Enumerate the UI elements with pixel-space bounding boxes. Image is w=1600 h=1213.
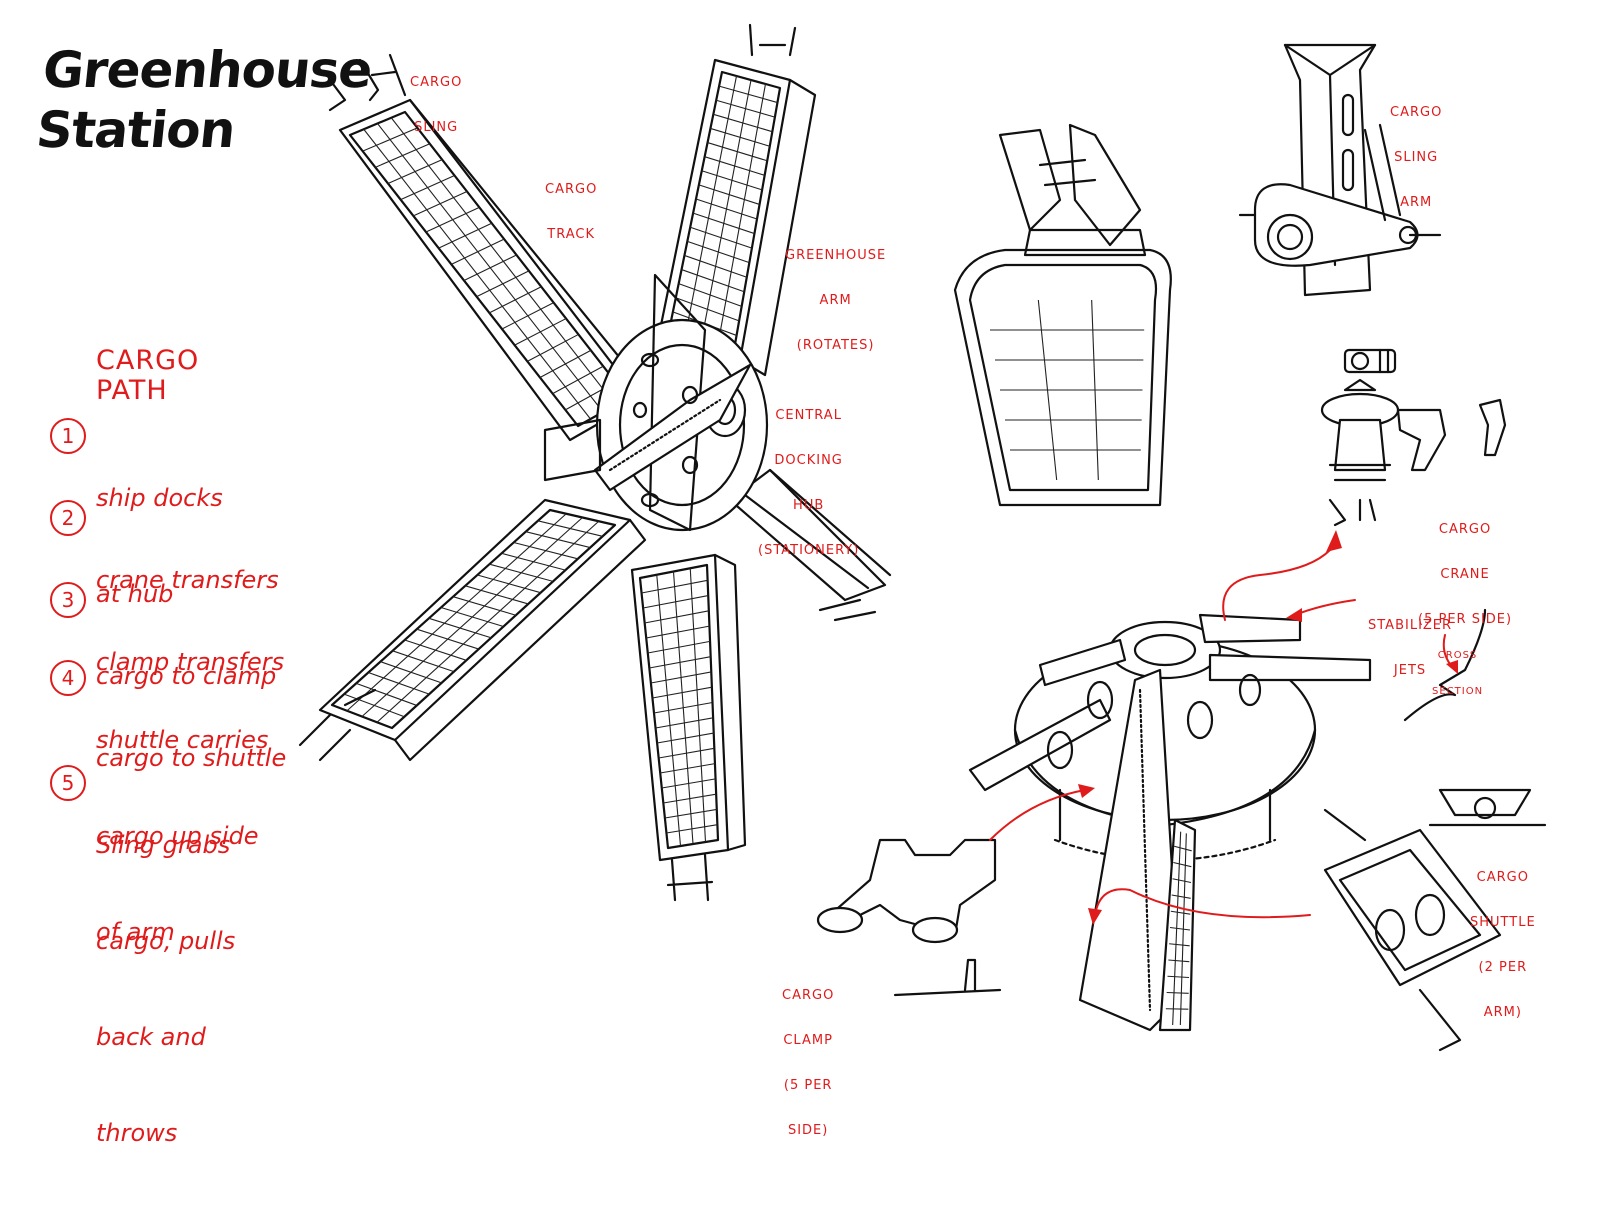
label-line: HUB: [758, 498, 859, 513]
page-title: Greenhouse Station: [34, 40, 375, 160]
label-line: CARGO: [545, 182, 597, 197]
step-5-line-2: cargo, pulls: [96, 925, 235, 957]
label-line: DOCKING: [758, 453, 859, 468]
label-line: CARGO: [782, 988, 834, 1003]
label-line: CARGO: [1418, 522, 1512, 537]
label-central-docking-hub: CENTRAL DOCKING HUB (STATIONERY): [758, 378, 859, 588]
hub-closeup: [970, 615, 1370, 1030]
step-number: 1: [50, 418, 86, 454]
cargo-path-heading-line-2: PATH: [96, 376, 199, 406]
step-number: 4: [50, 660, 86, 696]
label-line: CARGO: [1390, 105, 1442, 120]
label-line: GREENHOUSE: [785, 248, 886, 263]
label-line: SLING: [410, 120, 462, 135]
label-line: (STATIONERY): [758, 543, 859, 558]
label-line: CRANE: [1418, 567, 1512, 582]
label-line: (5 PER: [782, 1078, 834, 1093]
label-line: SHUTTLE: [1470, 915, 1536, 930]
label-line: CARGO: [410, 75, 462, 90]
label-line: (ROTATES): [785, 338, 886, 353]
title-line-1: Greenhouse: [40, 40, 375, 100]
step-5-line-1: Sling grabs: [96, 829, 235, 861]
cargo-path-heading-line-1: CARGO: [96, 346, 199, 376]
cargo-path-heading: CARGO PATH: [96, 346, 199, 406]
step-number: 2: [50, 500, 86, 536]
label-line: ARM): [1470, 1005, 1536, 1020]
label-line: TRACK: [545, 227, 597, 242]
label-cargo-sling-arm: CARGO SLING ARM: [1390, 75, 1442, 240]
greenhouse-arm-lower: [632, 555, 745, 900]
concept-sketch-sheet: Greenhouse Station CARGO PATH 1 ship doc…: [0, 0, 1600, 1067]
label-line: SIDE): [782, 1123, 834, 1138]
label-cargo-track: CARGO TRACK: [545, 152, 597, 272]
label-line: CROSS: [1432, 650, 1483, 662]
label-line: CENTRAL: [758, 408, 859, 423]
label-line: CLAMP: [782, 1033, 834, 1048]
title-line-2: Station: [34, 100, 369, 160]
step-number: 5: [50, 765, 86, 801]
label-cross-section: CROSS SECTION: [1432, 626, 1483, 722]
step-5-line-4: throws: [96, 1117, 235, 1149]
label-line: CARGO: [1470, 870, 1536, 885]
step-text: Sling grabs cargo, pulls back and throws: [96, 765, 235, 1213]
label-cargo-sling: CARGO SLING: [410, 45, 462, 165]
label-cargo-clamp: CARGO CLAMP (5 PER SIDE): [782, 958, 834, 1168]
label-line: (2 PER: [1470, 960, 1536, 975]
label-greenhouse-arm: GREENHOUSE ARM (ROTATES): [785, 218, 886, 383]
label-line: ARM: [785, 293, 886, 308]
step-number: 3: [50, 582, 86, 618]
step-5-line-3: back and: [96, 1021, 235, 1053]
greenhouse-arm-upper-left: [330, 55, 650, 440]
label-cargo-shuttle: CARGO SHUTTLE (2 PER ARM): [1470, 840, 1536, 1050]
cargo-clamp-detail: [818, 840, 1000, 995]
label-line: SECTION: [1432, 686, 1483, 698]
greenhouse-arm-lower-left: [300, 500, 645, 760]
label-line: ARM: [1390, 195, 1442, 210]
arm-end-detail: [955, 125, 1171, 505]
step-4-line-1: shuttle carries: [96, 724, 268, 756]
label-line: SLING: [1390, 150, 1442, 165]
